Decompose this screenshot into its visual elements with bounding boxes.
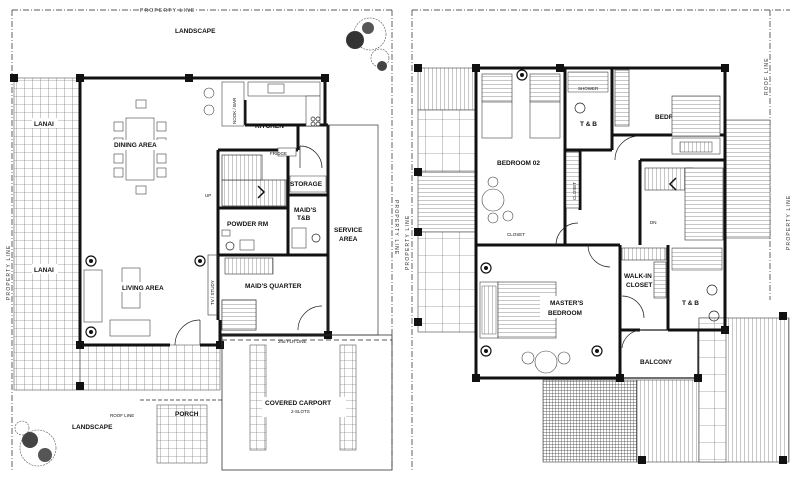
walk-in-closet-label-2: CLOSET (626, 282, 652, 289)
bar-stool (203, 104, 215, 116)
closet-label-1: CLOSET (572, 182, 577, 200)
bar-stool (203, 87, 215, 99)
maids-quarter-label: MAID'S QUARTER (245, 283, 302, 290)
balcony-outline (619, 329, 699, 379)
kitchen-counter-side (305, 95, 321, 127)
stairs (221, 179, 287, 207)
porch-tiles (156, 404, 208, 464)
tree-top-right (346, 17, 390, 71)
bedroom-02-label: BEDROOM 02 (497, 160, 540, 167)
sofa-bottom (109, 319, 151, 337)
roof-line-right-label: ROOF LINE (764, 57, 770, 95)
stairs-down-label: DN (650, 220, 657, 225)
maids-tb-label-2: T&B (297, 215, 311, 222)
landscape-bottom-label: LANDSCAPE (72, 424, 113, 431)
lanai-label-bg (32, 118, 58, 128)
property-line-far-right-label: PROPERTY LINE (786, 195, 792, 250)
roof-strip (417, 67, 477, 111)
storage-label: STORAGE (290, 181, 323, 188)
bedroom-02-table (481, 188, 505, 212)
property-line-right-label: PROPERTY LINE (393, 200, 399, 255)
fridge-label: FRIDGE (270, 151, 287, 156)
bedroom-01-bed (671, 95, 721, 137)
carport-slots-label: 2-SLOTS (291, 409, 310, 414)
closet-label-2: CLOSET (507, 232, 525, 237)
walk-in-closet-label-1: WALK-IN (624, 273, 652, 280)
service-area-label-2: AREA (339, 236, 358, 243)
masters-bedroom-label-2: BEDROOM (548, 310, 582, 317)
structural-columns-upper (414, 64, 787, 464)
tv-study-label: TV / STUDY (210, 280, 215, 305)
tree-bottom-left (14, 420, 57, 467)
nook-bar-label: NOOK / BAR (232, 97, 237, 124)
shower-label: SHOWER (578, 86, 599, 91)
roof-carport-hatch (542, 379, 638, 463)
kitchen-label: KITCHEN (255, 123, 284, 130)
lanai-bottom-label: LANAI (34, 267, 54, 274)
sofa-left (83, 269, 103, 323)
service-area-label-1: SERVICE (334, 227, 363, 234)
tb-master-label: T & B (682, 300, 699, 307)
maids-tb-label-1: MAID'S (294, 207, 317, 214)
landscape-top-label: LANDSCAPE (175, 28, 216, 35)
living-area-label: LIVING AREA (122, 285, 164, 292)
ground-floor-plan: PROPERTY LINE PROPERTY LINE PROPERTY LIN… (6, 8, 399, 471)
nook-bar-counter (221, 81, 245, 127)
bedroom-02-bed-2 (529, 73, 561, 103)
porch-label: PORCH (175, 411, 199, 418)
lanai-label-bg-2 (32, 264, 58, 274)
second-floor-line-label: 2nd FLR LINE (278, 339, 307, 344)
front-terrace-tiles (79, 344, 221, 391)
second-floor-plan: PROPERTY LINE PROPERTY LINE ROOF LINE BA… (405, 9, 792, 470)
property-line-right-plan-label: PROPERTY LINE (405, 215, 411, 270)
stairs-up-label: UP (205, 193, 211, 198)
property-line-left-label: PROPERTY LINE (6, 245, 12, 300)
lanai-top-label: LANAI (34, 121, 54, 128)
kitchen-sink (267, 83, 285, 94)
balcony-label: BALCONY (640, 359, 673, 366)
masters-bedroom-label-1: MASTER'S (550, 300, 584, 307)
powder-room-label: POWDER RM (227, 221, 268, 228)
bedroom-02-bed-1 (481, 73, 513, 103)
roof-line-label: ROOF LINE (110, 413, 134, 418)
carport-outline (221, 334, 393, 471)
dining-area-label: DINING AREA (114, 142, 157, 149)
master-table (534, 350, 558, 374)
property-line-top-label: PROPERTY LINE (140, 8, 195, 14)
tb-upper-label: T & B (580, 121, 597, 128)
lanai-tiled-floor (13, 77, 81, 391)
covered-carport-label: COVERED CARPORT (265, 400, 331, 407)
